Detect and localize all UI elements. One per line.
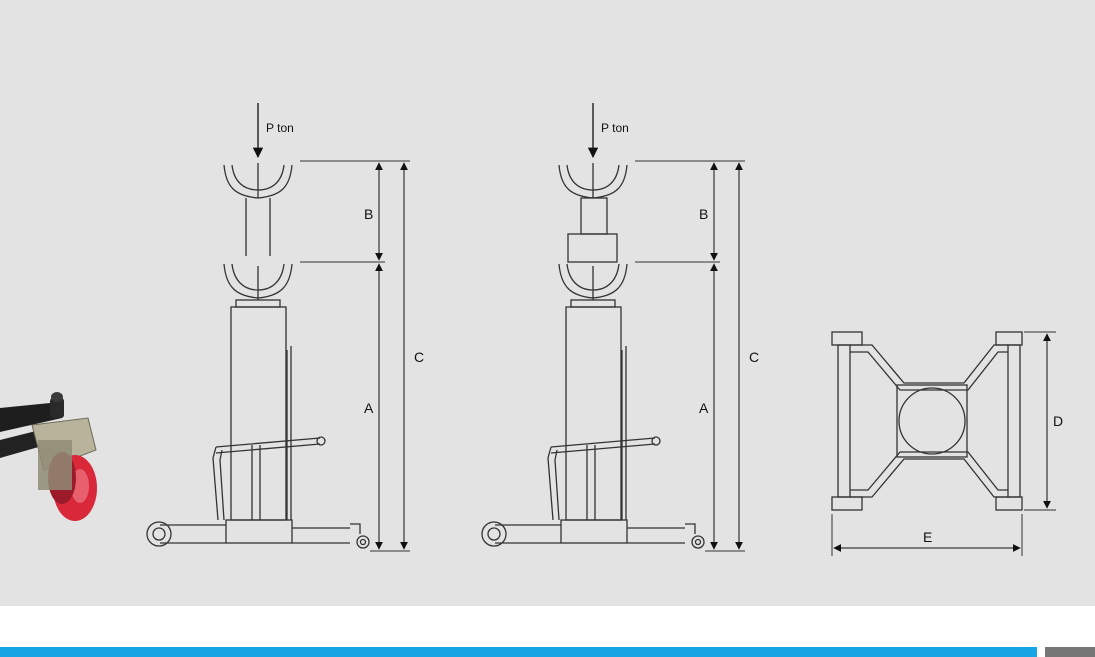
dim-a-label-2: A bbox=[699, 400, 709, 416]
jack-2-dimensions bbox=[635, 160, 745, 552]
top-view-dimensions bbox=[831, 331, 1056, 556]
footer-accent-bar bbox=[0, 647, 1037, 657]
dim-b-label-2: B bbox=[699, 206, 708, 222]
dim-a-label-1: A bbox=[364, 400, 374, 416]
caster-wheel-photo bbox=[0, 392, 97, 521]
dim-c-label-2: C bbox=[749, 349, 759, 365]
jack-side-view-2 bbox=[481, 103, 705, 549]
transmission-jack-diagram: P ton B A C bbox=[0, 103, 1063, 556]
load-label-1: P ton bbox=[266, 121, 294, 135]
jack-1-dimensions bbox=[300, 160, 410, 552]
diagram-panel bbox=[0, 0, 1095, 606]
dim-d-label: D bbox=[1053, 413, 1063, 429]
jack-top-view bbox=[831, 331, 1023, 511]
dim-b-label-1: B bbox=[364, 206, 373, 222]
dim-c-label-1: C bbox=[414, 349, 424, 365]
jack-side-view-1 bbox=[146, 103, 370, 549]
load-label-2: P ton bbox=[601, 121, 629, 135]
dim-e-label: E bbox=[923, 529, 932, 545]
footer-end-block bbox=[1045, 647, 1095, 657]
